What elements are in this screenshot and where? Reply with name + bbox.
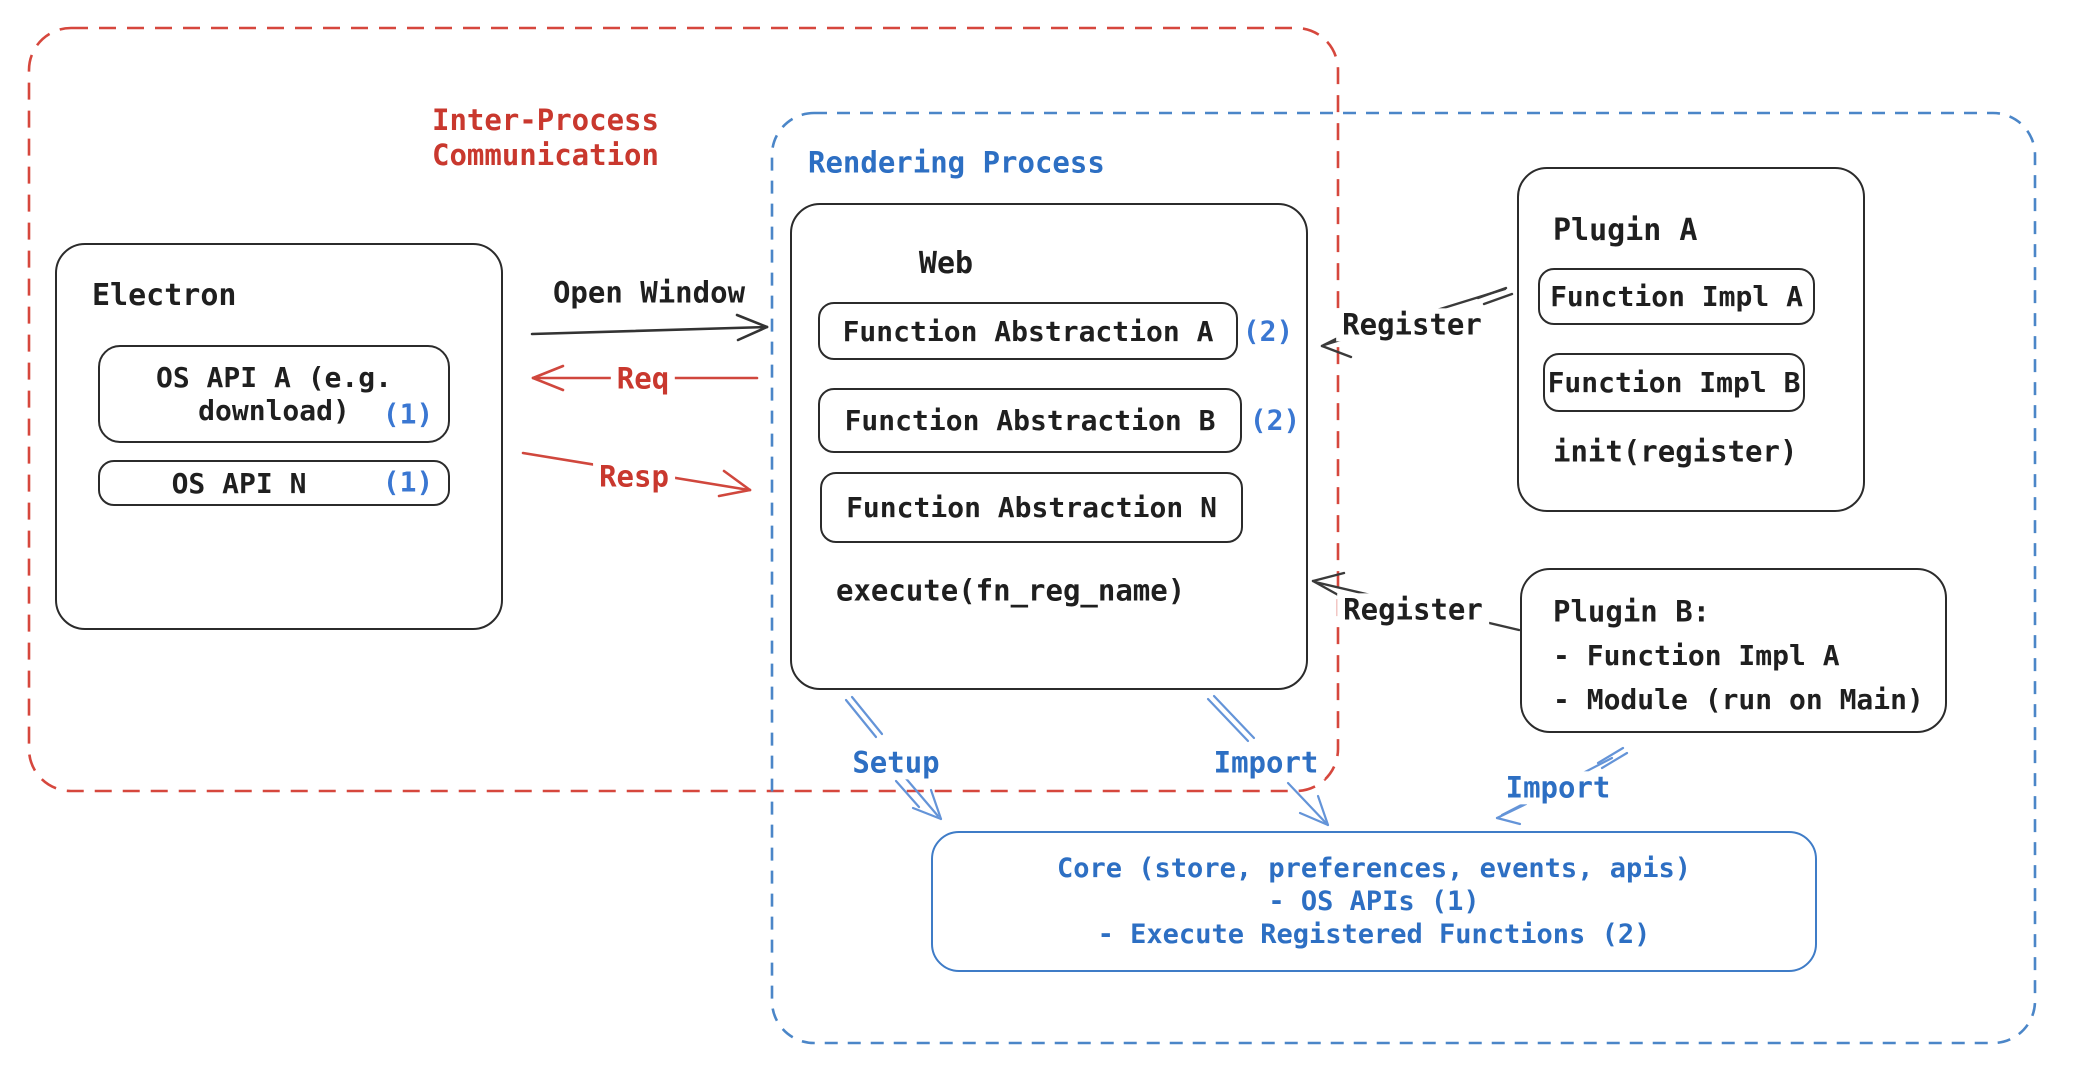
req-label: Req — [610, 361, 676, 396]
setup-label: Setup — [846, 745, 946, 780]
function-abstraction-b-label: Function Abstraction B — [844, 404, 1216, 437]
ipc-region-label-line2: Communication — [432, 138, 659, 172]
core-line-title: Core (store, preferences, events, apis) — [1057, 853, 1691, 884]
web-execute-label: execute(fn_reg_name) — [836, 573, 1186, 608]
register-bottom-label: Register — [1337, 592, 1489, 627]
register-top-label: Register — [1336, 307, 1488, 342]
plugin-b-title: Plugin B: — [1553, 594, 1711, 629]
import-web-arrow — [1206, 694, 1330, 827]
plugin-a-init-label: init(register) — [1553, 434, 1798, 469]
os-api-n-box: OS API N — [98, 460, 450, 506]
electron-title: Electron — [92, 277, 237, 313]
os-api-a-label-line1: OS API A (e.g. — [155, 361, 392, 394]
os-api-n-badge: (1) — [382, 465, 434, 499]
plugin-a-title: Plugin A — [1553, 212, 1698, 248]
core-line-os-apis: - OS APIs (1) — [1268, 886, 1480, 917]
web-title: Web — [918, 245, 974, 281]
function-impl-b-box: Function Impl B — [1543, 353, 1805, 412]
function-impl-a-box: Function Impl A — [1538, 268, 1815, 325]
ipc-region-label-line1: Inter-Process — [432, 103, 659, 137]
function-abstraction-a-label: Function Abstraction A — [842, 314, 1214, 348]
core-box: Core (store, preferences, events, apis) … — [931, 831, 1817, 972]
ipc-region-outline — [27, 26, 1340, 793]
function-impl-b-label: Function Impl B — [1547, 366, 1801, 399]
plugin-b-box — [1520, 568, 1947, 733]
function-abstraction-n-label: Function Abstraction N — [846, 491, 1217, 524]
function-abstraction-b-badge: (2) — [1249, 403, 1301, 437]
open-window-label: Open Window — [552, 275, 746, 310]
core-line-execute: - Execute Registered Functions (2) — [1097, 919, 1651, 950]
plugin-b-line-module: - Module (run on Main) — [1553, 682, 1924, 716]
plugin-b-line-function-impl: - Function Impl A — [1553, 638, 1840, 672]
rendering-region-label: Rendering Process — [808, 145, 1105, 180]
function-abstraction-a-box: Function Abstraction A — [818, 302, 1238, 360]
os-api-a-label-line2: download) — [198, 394, 350, 427]
resp-label: Resp — [593, 459, 675, 494]
os-api-a-badge: (1) — [382, 397, 434, 431]
import-plugin-label: Import — [1499, 770, 1617, 805]
os-api-a-box: OS API A (e.g. download) — [98, 345, 450, 443]
function-abstraction-a-badge: (2) — [1242, 314, 1294, 348]
open-window-arrow — [530, 313, 769, 342]
function-abstraction-b-box: Function Abstraction B — [818, 388, 1242, 453]
rendering-region-outline — [770, 111, 2037, 1045]
setup-arrow — [844, 695, 943, 821]
import-web-label: Import — [1207, 745, 1325, 780]
function-impl-a-label: Function Impl A — [1550, 280, 1803, 313]
plugin-a-box — [1517, 167, 1865, 512]
os-api-n-label: OS API N — [171, 466, 307, 500]
function-abstraction-n-box: Function Abstraction N — [820, 472, 1243, 543]
